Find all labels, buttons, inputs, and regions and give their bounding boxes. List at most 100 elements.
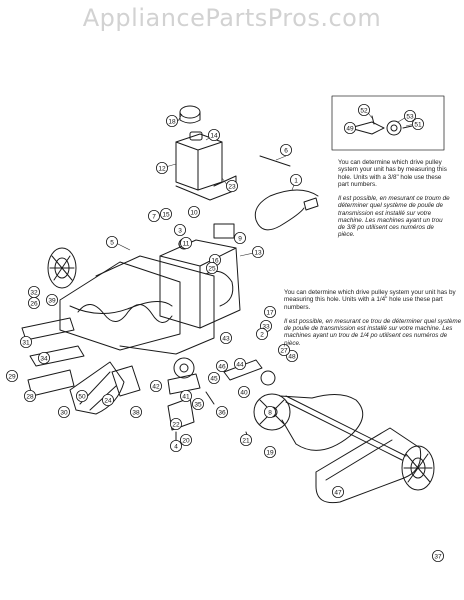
auger-housing-inner <box>69 301 173 314</box>
callout-label: 30 <box>60 409 68 416</box>
callout-label: 17 <box>266 309 274 316</box>
callout-circle <box>46 293 59 306</box>
shift-rod <box>259 155 291 167</box>
callout-29: 29 <box>6 369 18 382</box>
callout-label: 36 <box>218 409 226 416</box>
callout-circle <box>289 173 302 186</box>
callout-49: 49 <box>343 122 356 135</box>
callout-circle <box>27 296 40 309</box>
fuel-cap <box>179 105 201 119</box>
callout-circle <box>403 110 416 123</box>
callout-8: 8 <box>263 405 276 418</box>
callout-45: 45 <box>207 371 220 384</box>
callout-label: 9 <box>238 235 242 242</box>
engine-block <box>159 239 241 329</box>
callout-label: 47 <box>334 489 342 496</box>
callout-label: 31 <box>22 339 30 346</box>
skid-plate <box>27 369 75 397</box>
callout-circle <box>357 104 370 117</box>
shave-plate <box>29 345 85 367</box>
callout-label: 28 <box>26 393 34 400</box>
belt-cover <box>315 427 422 504</box>
callout-7: 7 <box>147 209 160 222</box>
callout-26: 26 <box>27 296 40 309</box>
callout-circle <box>207 128 220 141</box>
callout-label: 23 <box>228 183 236 190</box>
callout-38: 38 <box>129 405 142 418</box>
callout-label: 49 <box>346 125 354 132</box>
scraper-bar <box>21 317 75 341</box>
belt-cover-rib <box>325 439 393 481</box>
callout-4: 4 <box>169 439 182 452</box>
callout-label: 45 <box>210 375 218 382</box>
note-top-en: You can determine which drive pulley sys… <box>338 159 447 188</box>
callout-label: 25 <box>208 265 216 272</box>
engine-pulley <box>173 357 195 379</box>
callout-circle <box>263 445 276 458</box>
callout-circle <box>191 397 204 410</box>
power-cord <box>254 189 319 231</box>
frame-plate <box>95 255 215 355</box>
callout-label: 5 <box>110 239 114 246</box>
callout-circle <box>149 379 162 392</box>
callout-label: 27 <box>280 347 288 354</box>
callout-label: 40 <box>240 389 248 396</box>
callout-24: 24 <box>102 393 115 406</box>
bolt-2 <box>205 391 215 405</box>
callout-label: 41 <box>182 393 190 400</box>
callout-label: 20 <box>182 437 190 444</box>
left-wheel <box>47 247 77 289</box>
callout-2: 2 <box>255 327 268 340</box>
callout-27: 27 <box>277 343 290 356</box>
callout-label: 42 <box>152 383 160 390</box>
callout-label: 32 <box>30 289 38 296</box>
callout-21: 21 <box>239 433 252 446</box>
callout-label: 35 <box>194 401 202 408</box>
callout-circle <box>277 343 290 356</box>
axle-2 <box>285 401 403 461</box>
drive-pulley-note-1-4: You can determine which drive pulley sys… <box>284 282 462 347</box>
callout-47: 47 <box>331 485 344 498</box>
callout-label: 1 <box>294 177 298 184</box>
callout-label: 4 <box>174 443 178 450</box>
callout-circle <box>215 359 228 372</box>
callout-circle <box>23 389 36 402</box>
callout-label: 34 <box>40 355 48 362</box>
callout-5: 5 <box>106 235 119 248</box>
callout-circle <box>215 405 228 418</box>
callout-34: 34 <box>38 351 51 364</box>
callout-label: 33 <box>262 323 270 330</box>
callout-circle <box>102 393 115 406</box>
callout-14: 14 <box>207 128 220 141</box>
engine-pulley-hub <box>179 363 189 373</box>
callout-label: 53 <box>406 113 414 120</box>
callout-9: 9 <box>233 231 246 244</box>
callout-31: 31 <box>19 335 32 348</box>
callout-12: 12 <box>155 161 168 174</box>
fuel-cap-body <box>179 111 201 124</box>
callout-label: 2 <box>260 331 264 338</box>
callout-label: 14 <box>210 132 218 139</box>
inset-pulley-bracket <box>349 121 385 135</box>
callout-35: 35 <box>191 397 204 410</box>
callout-label: 44 <box>236 361 244 368</box>
callout-32: 32 <box>27 285 40 298</box>
callout-label: 37 <box>434 553 442 560</box>
plug <box>303 197 319 211</box>
callout-circle <box>38 351 51 364</box>
callout-label: 22 <box>172 421 180 428</box>
left-wheel-tread <box>49 255 75 281</box>
callout-circle <box>207 371 220 384</box>
callout-circle <box>165 115 178 128</box>
callout-20: 20 <box>179 433 192 446</box>
auger-housing <box>59 261 181 351</box>
callout-48: 48 <box>285 349 298 362</box>
callout-53: 53 <box>403 110 416 123</box>
callout-circle <box>155 161 168 174</box>
callout-circle <box>233 357 246 370</box>
callout-41: 41 <box>179 389 192 402</box>
callout-label: 52 <box>360 107 368 114</box>
callout-circle <box>205 261 218 274</box>
axle <box>285 395 407 457</box>
